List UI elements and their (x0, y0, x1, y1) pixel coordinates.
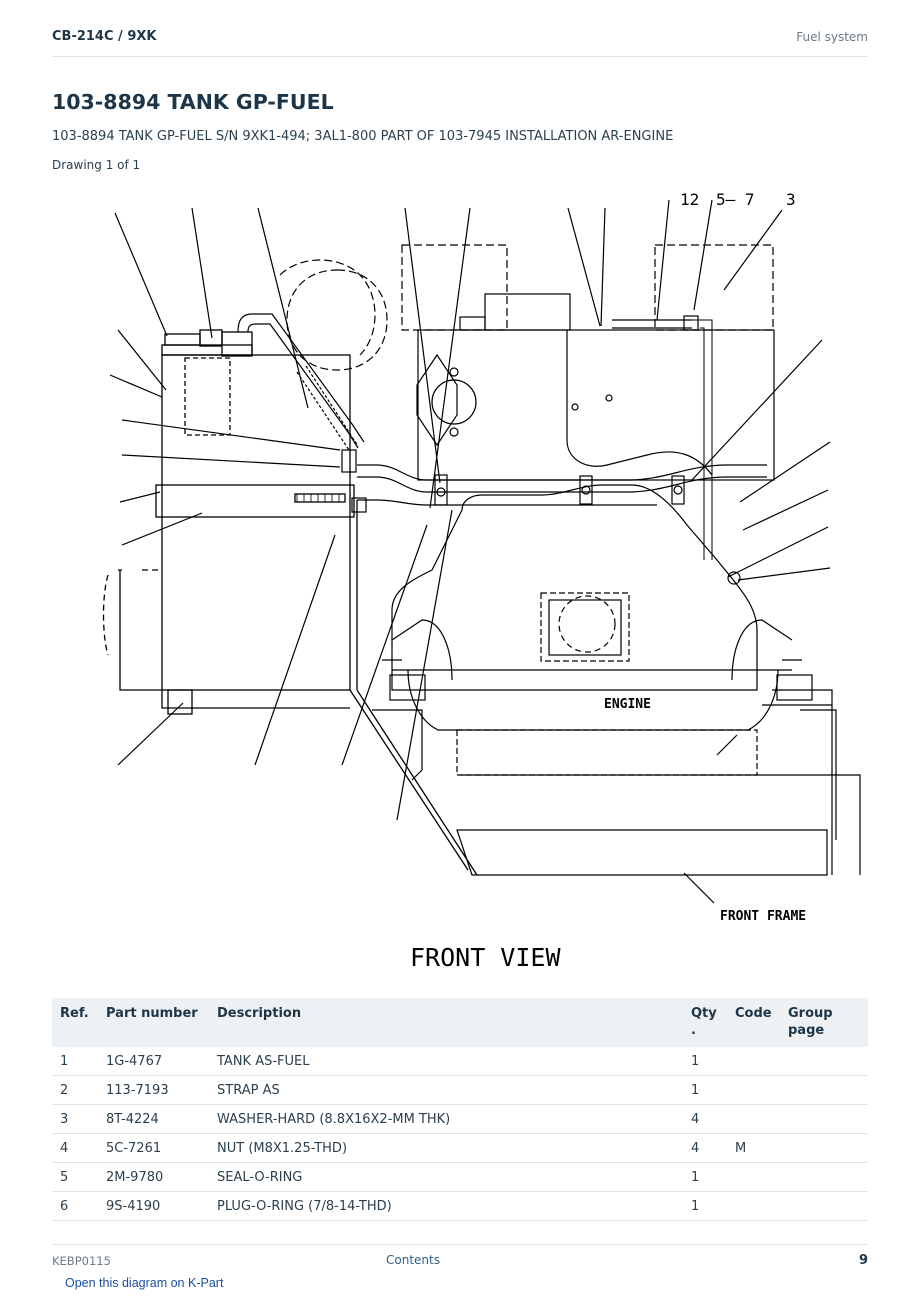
cell-part-number: 9S-4190 (98, 1191, 209, 1221)
table-row: 1 1G-4767 TANK AS-FUEL 1 (52, 1047, 868, 1076)
page-title: 103-8894 TANK GP-FUEL (52, 90, 334, 114)
contents-link[interactable]: Contents (386, 1253, 440, 1267)
front-view-label: FRONT VIEW (410, 943, 561, 972)
cell-description: NUT (M8X1.25-THD) (209, 1133, 683, 1163)
table-row: 3 8T-4224 WASHER-HARD (8.8X16X2-MM THK) … (52, 1104, 868, 1134)
cell-part-number: 1G-4767 (98, 1047, 209, 1076)
cell-group-page (780, 1075, 868, 1105)
machine-model: CB-214C / 9XK (52, 29, 157, 44)
cell-ref: 5 (52, 1162, 98, 1192)
cell-qty: 1 (683, 1075, 727, 1105)
cell-qty: 1 (683, 1162, 727, 1192)
cell-part-number: 113-7193 (98, 1075, 209, 1105)
col-code: Code (727, 998, 780, 1047)
cell-group-page (780, 1133, 868, 1163)
cell-description: STRAP AS (209, 1075, 683, 1105)
cell-code (727, 1075, 780, 1105)
table-row: 2 113-7193 STRAP AS 1 (52, 1075, 868, 1105)
cell-description: PLUG-O-RING (7/8-14-THD) (209, 1191, 683, 1221)
page-subtitle: 103-8894 TANK GP-FUEL S/N 9XK1-494; 3AL1… (52, 129, 674, 144)
cell-group-page (780, 1191, 868, 1221)
engine-drawing (279, 244, 861, 876)
col-ref: Ref. (52, 998, 98, 1047)
cell-code (727, 1047, 780, 1076)
engine-label: ENGINE (604, 697, 651, 712)
col-group-page: Group page (780, 998, 868, 1047)
col-part-number: Part number (98, 998, 209, 1047)
cell-ref: 2 (52, 1075, 98, 1105)
cell-description: WASHER-HARD (8.8X16X2-MM THK) (209, 1104, 683, 1134)
page-header: CB-214C / 9XK Fuel system (52, 26, 868, 57)
open-diagram-link[interactable]: Open this diagram on K-Part (65, 1276, 224, 1290)
cell-code (727, 1191, 780, 1221)
page-footer: KEBP0115 Contents 9 (52, 1244, 868, 1269)
cell-group-page (780, 1104, 868, 1134)
section-name: Fuel system (796, 30, 868, 44)
cell-code (727, 1162, 780, 1192)
cell-ref: 3 (52, 1104, 98, 1134)
callout-12: 12 (680, 190, 699, 209)
cell-part-number: 2M-9780 (98, 1162, 209, 1192)
cell-part-number: 8T-4224 (98, 1104, 209, 1134)
hose-routing (237, 313, 767, 585)
table-header-row: Ref. Part number Description Qty . Code … (52, 998, 868, 1047)
cell-qty: 1 (683, 1191, 727, 1221)
table-row: 4 5C-7261 NUT (M8X1.25-THD) 4 M (52, 1133, 868, 1163)
page-number: 9 (858, 1253, 868, 1268)
cell-part-number: 5C-7261 (98, 1133, 209, 1163)
cell-qty: 4 (683, 1133, 727, 1163)
document-id: KEBP0115 (52, 1254, 111, 1268)
parts-table: Ref. Part number Description Qty . Code … (52, 998, 868, 1221)
cell-qty: 4 (683, 1104, 727, 1134)
cell-code: M (727, 1133, 780, 1163)
cell-code (727, 1104, 780, 1134)
table-row: 5 2M-9780 SEAL-O-RING 1 (52, 1162, 868, 1192)
table-row: 6 9S-4190 PLUG-O-RING (7/8-14-THD) 1 (52, 1191, 868, 1221)
cell-qty: 1 (683, 1047, 727, 1076)
leader-lines (109, 199, 831, 904)
cell-ref: 4 (52, 1133, 98, 1163)
cell-group-page (780, 1047, 868, 1076)
cell-description: SEAL-O-RING (209, 1162, 683, 1192)
cell-ref: 1 (52, 1047, 98, 1076)
cell-description: TANK AS-FUEL (209, 1047, 683, 1076)
col-description: Description (209, 998, 683, 1047)
callout-3: 3 (786, 190, 796, 209)
fuel-tank-drawing (102, 329, 478, 876)
front-frame-label: FRONT FRAME (720, 909, 806, 924)
cell-ref: 6 (52, 1191, 98, 1221)
drawing-count: Drawing 1 of 1 (52, 158, 141, 172)
cell-group-page (780, 1162, 868, 1192)
callout-5-7: 5– 7 (716, 190, 755, 209)
col-qty: Qty . (683, 998, 727, 1047)
parts-diagram: 12 5– 7 3 ENGINE FRONT FRAME FRONT VIEW (52, 180, 868, 980)
